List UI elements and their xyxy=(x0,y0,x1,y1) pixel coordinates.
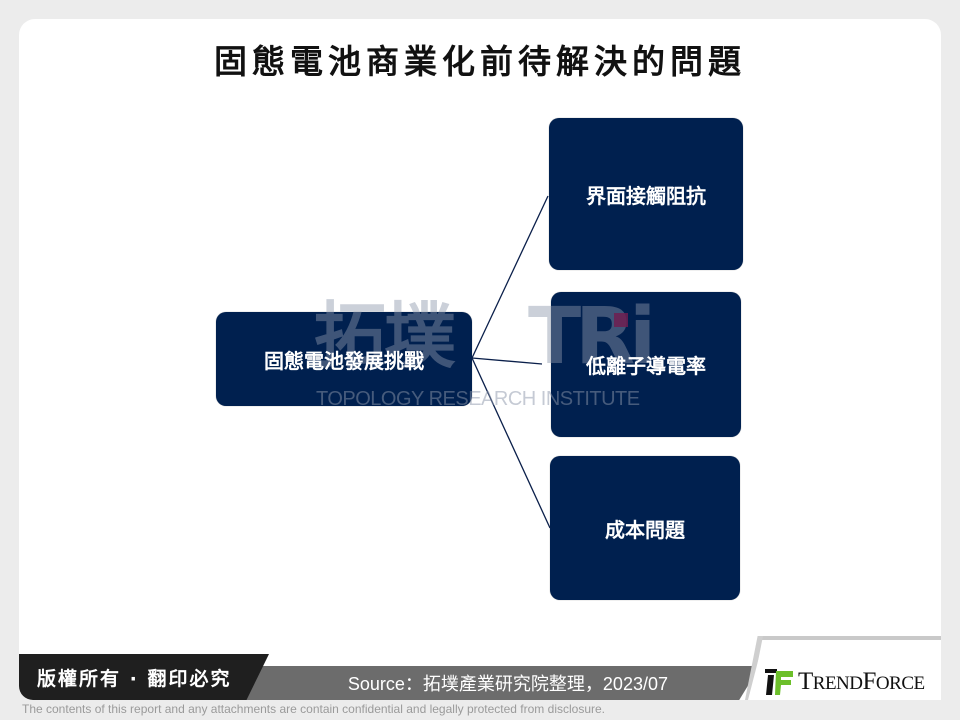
copyright-band: 版權所有 · 翻印必究 xyxy=(19,654,269,700)
source-text: Source：拓墣產業研究院整理，2023/07 xyxy=(347,674,668,694)
branch-node-3: 成本問題 xyxy=(550,456,740,600)
connector-line-3 xyxy=(471,357,551,529)
branch-node-label: 低離子導電率 xyxy=(586,354,706,378)
branch-node-1: 界面接觸阻抗 xyxy=(549,118,743,270)
trendforce-logo-text: TRENDFORCE xyxy=(798,668,925,695)
branch-node-2: 低離子導電率 xyxy=(551,292,741,437)
copyright-text: 版權所有 · 翻印必究 xyxy=(37,667,232,690)
source-band: Source：拓墣產業研究院整理，2023/07 xyxy=(240,666,760,700)
connector-line-1 xyxy=(471,195,549,359)
slide-title: 固態電池商業化前待解決的問題 xyxy=(214,42,746,81)
branch-node-label: 界面接觸阻抗 xyxy=(586,183,706,208)
branch-node-label: 成本問題 xyxy=(605,517,685,542)
root-node-label: 固態電池發展挑戰 xyxy=(264,348,424,373)
connector-line-2 xyxy=(471,357,543,365)
trendforce-logo-icon xyxy=(765,669,793,695)
disclaimer-text: The contents of this report and any atta… xyxy=(22,702,605,716)
slide-card xyxy=(19,19,941,700)
root-node: 固態電池發展挑戰 xyxy=(216,312,472,406)
logo-band-top xyxy=(760,636,941,640)
